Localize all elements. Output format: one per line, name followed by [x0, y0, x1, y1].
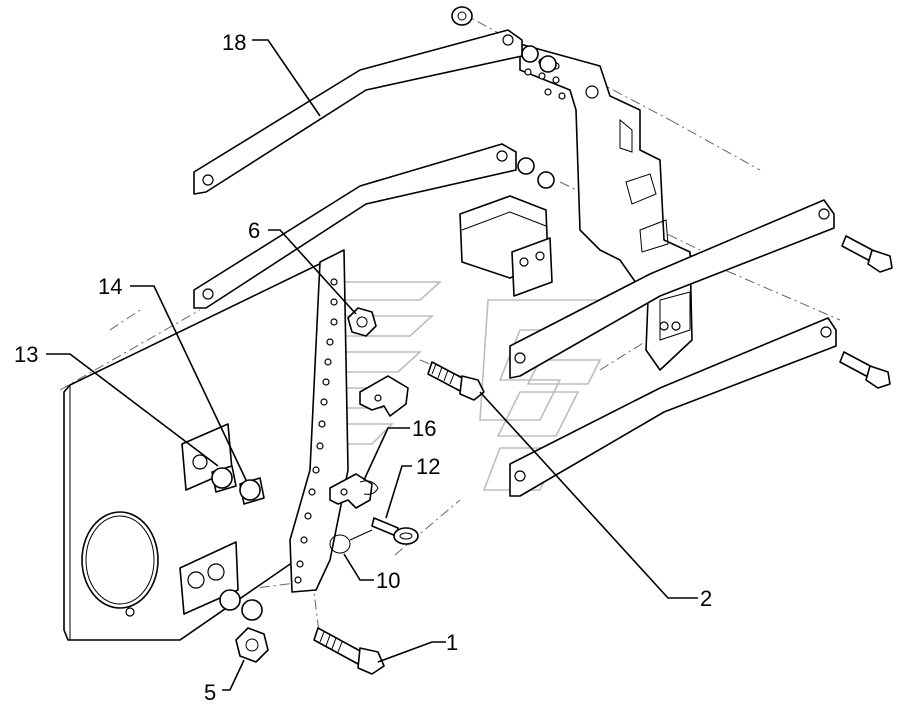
callout-12: 12: [416, 454, 440, 479]
left-mounting-plate: [63, 254, 345, 641]
callout-16: 16: [412, 416, 436, 441]
bolt-right-upper: [841, 235, 893, 273]
callout-2: 2: [700, 586, 712, 611]
callout-18: 18: [222, 30, 246, 55]
callout-1: 1: [446, 630, 458, 655]
nut-5: [235, 627, 269, 663]
callout-6: 6: [248, 218, 260, 243]
bushings-lower: [219, 589, 263, 621]
link-bar-right-lower: [509, 317, 837, 497]
callout-13: 13: [14, 342, 38, 367]
nuts-top: [451, 6, 557, 189]
callout-5: 5: [204, 680, 216, 705]
nut-6: [347, 307, 377, 337]
center-bracket-block: [459, 195, 553, 297]
bushing-14: [239, 477, 265, 505]
lynch-pin-10: [329, 529, 373, 554]
pin-12: [371, 517, 419, 545]
leader-lines: [46, 39, 698, 691]
perforated-bar-left: [289, 249, 349, 593]
callout-labels: 18 6 14 13 16 12 10 2 1 5: [14, 30, 712, 705]
bolt-right-lower: [839, 351, 891, 389]
bushing-13: [211, 465, 237, 493]
clevis-16: [329, 473, 379, 509]
bolt-2: [427, 361, 485, 401]
callout-10: 10: [376, 568, 400, 593]
bolt-1: [313, 627, 385, 675]
callout-14: 14: [98, 274, 122, 299]
clevis-upper: [359, 375, 409, 417]
link-bar-lower-18: [193, 143, 517, 309]
link-bar-right-upper: [509, 199, 835, 379]
